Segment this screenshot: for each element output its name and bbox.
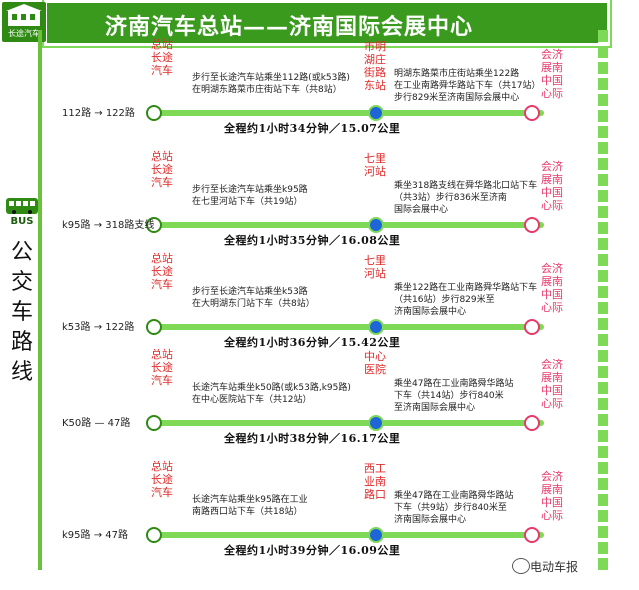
direction-line: 乘坐318路支线在舜华路北口站下车 [394,181,538,191]
start-station-marker [146,105,162,121]
bus-station-logo: 长途汽车 [2,2,46,42]
start-station-marker [146,527,162,543]
transfer-station-marker [368,217,384,233]
direction-line: 在中心医院站下车（共12站） [192,395,312,405]
direction-line: 明湖东路菜市庄街站乘坐122路 [394,69,520,79]
transfer-station-marker [368,319,384,335]
direction-line: 长途汽车站乘坐k50路(或k53路,k95路) [192,383,351,393]
side-title: 公交车路线 [10,240,33,385]
bus-label: BUS [10,216,34,227]
direction-line: 下车（共14站）步行840米 [394,391,504,401]
watermark: 电动车报 [530,560,579,574]
transfer-station-label: 市明湖庄街路东站 [364,40,386,92]
route-name: k53路 → 122路 [62,322,135,333]
route-summary: 全程约1小时35分钟／16.08公里 [224,234,401,247]
route-line [154,222,544,228]
segment-1-directions: 步行至长途汽车站乘坐112路(或k53路) 在明湖东路菜市庄街站下车（共8站） [192,72,362,96]
transfer-station-marker [368,105,384,121]
end-station-marker [524,217,540,233]
transfer-station-label: 七里河站 [364,152,386,178]
route-summary: 全程约1小时38分钟／16.17公里 [224,432,401,445]
route-line [154,324,544,330]
route-name: K50路 — 47路 [62,418,131,429]
route-name: k95路 → 318路支线 [62,220,155,231]
end-station-label: 会济展南中国心际 [541,160,563,212]
watermark-icon [512,558,530,574]
direction-line: 至济南国际会展中心 [394,403,476,413]
direction-line: 南路西口站下车（共18站） [192,507,303,517]
direction-line: 下车（共9站）步行840米至 [394,503,507,513]
direction-line: （共16站）步行829米至 [394,295,495,305]
route-summary: 全程约1小时39分钟／16.09公里 [224,544,401,557]
start-station-label: 总站长途汽车 [151,150,173,189]
route-row: 总站长途汽车 七里河站 会济展南中国心际 步行至长途汽车站乘坐k95路在七里河站下车（… [44,150,604,270]
direction-line: 在大明湖东门站下车（共8站） [192,299,315,309]
route-summary: 全程约1小时34分钟／15.07公里 [224,122,401,135]
start-station-label: 总站长途汽车 [151,460,173,499]
direction-line: 长途汽车站乘坐k95路在工业 [192,495,308,505]
route-line [154,532,544,538]
direction-line: 在工业南路舜华路站下车（共17站） [394,81,541,91]
direction-line: 步行至长途汽车站乘坐k53路 [192,287,308,297]
segment-2-directions: 乘坐47路在工业南路舜华路站下车（共14站）步行840米至济南国际会展中心 [394,378,544,414]
direction-line: 在明湖东路菜市庄街站下车（共8站） [192,85,342,95]
direction-line: 步行至长途汽车站乘坐112路(或k53路) [192,73,350,83]
station-building-icon [6,4,42,26]
direction-line: 国际会展中心 [394,205,449,215]
right-rail [598,30,608,570]
segment-2-directions: 乘坐122路在工业南路舜华路站下车 （共16站）步行829米至济南国际会展中心 [394,282,544,318]
end-station-marker [524,319,540,335]
start-station-marker [146,415,162,431]
direction-line: 步行829米至济南国际会展中心 [394,93,520,103]
start-station-label: 总站长途汽车 [151,38,173,77]
page-title: 济南汽车总站——济南国际会展中心 [105,14,474,40]
start-station-marker [146,217,162,233]
route-summary: 全程约1小时36分钟／15.42公里 [224,336,401,349]
bus-icon [6,198,38,214]
direction-line: 乘坐122路在工业南路舜华路站下车 [394,283,538,293]
end-station-label: 会济展南中国心际 [541,48,563,100]
transfer-station-marker [368,527,384,543]
segment-2-directions: 乘坐47路在工业南路舜华路站下车（共9站）步行840米至济南国际会展中心 [394,490,544,526]
direction-line: 在七里河站下车（共19站） [192,197,303,207]
start-station-label: 总站长途汽车 [151,252,173,291]
end-station-marker [524,105,540,121]
start-station-label: 总站长途汽车 [151,348,173,387]
direction-line: 步行至长途汽车站乘坐k95路 [192,185,308,195]
route-row: 总站长途汽车 西工业南路口 会济展南中国心际 长途汽车站乘坐k95路在工业南路西口站下… [44,460,604,580]
route-name: k95路 → 47路 [62,530,128,541]
segment-1-directions: 长途汽车站乘坐k95路在工业南路西口站下车（共18站） [192,494,362,518]
start-station-marker [146,319,162,335]
segment-1-directions: 长途汽车站乘坐k50路(或k53路,k95路) 在中心医院站下车（共12站） [192,382,362,406]
direction-line: 乘坐47路在工业南路舜华路站 [394,491,514,501]
direction-line: 济南国际会展中心 [394,515,467,525]
transfer-station-label: 七里河站 [364,254,386,280]
route-row: 总站长途汽车 中心医院 会济展南中国心际 长途汽车站乘坐k50路(或k53路,k95路… [44,348,604,468]
direction-line: 济南国际会展中心 [394,307,467,317]
route-row: 总站长途汽车 七里河站 会济展南中国心际 步行至长途汽车站乘坐k53路在大明湖东门站下… [44,252,604,372]
end-station-label: 会济展南中国心际 [541,358,563,410]
header-banner: 济南汽车总站——济南国际会展中心 [44,0,610,46]
end-station-marker [524,527,540,543]
transfer-station-label: 西工业南路口 [364,462,386,501]
segment-2-directions: 明湖东路菜市庄街站乘坐122路在工业南路舜华路站下车（共17站） 步行829米至济… [394,68,544,104]
logo-text: 长途汽车 [8,29,40,38]
route-line [154,420,544,426]
transfer-station-label: 中心医院 [364,350,386,376]
route-row: 总站长途汽车 市明湖庄街路东站 会济展南中国心际 步行至长途汽车站乘坐112路(或k5… [44,38,604,158]
segment-1-directions: 步行至长途汽车站乘坐k95路在七里河站下车（共19站） [192,184,362,208]
direction-line: 乘坐47路在工业南路舜华路站 [394,379,514,389]
segment-1-directions: 步行至长途汽车站乘坐k53路在大明湖东门站下车（共8站） [192,286,362,310]
segment-2-directions: 乘坐318路支线在舜华路北口站下车 （共3站）步行836米至济南国际会展中心 [394,180,544,216]
direction-line: （共3站）步行836米至济南 [394,193,507,203]
end-station-marker [524,415,540,431]
transfer-station-marker [368,415,384,431]
end-station-label: 会济展南中国心际 [541,262,563,314]
end-station-label: 会济展南中国心际 [541,470,563,522]
route-line [154,110,544,116]
left-rail [38,30,42,570]
route-name: 112路 → 122路 [62,108,135,119]
